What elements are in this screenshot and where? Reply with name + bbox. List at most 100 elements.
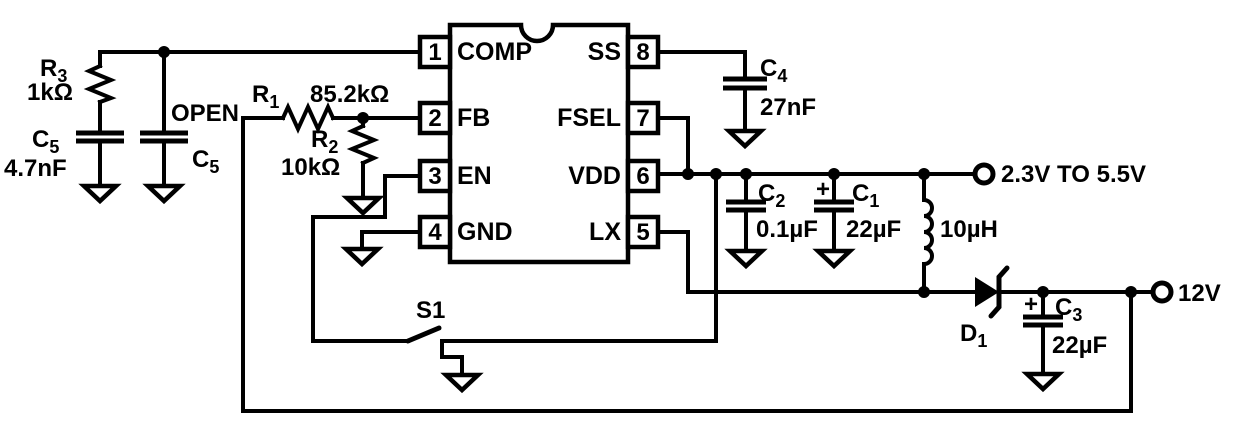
c3-value: 22µF: [1052, 332, 1107, 359]
diode-triangle: [975, 277, 999, 307]
resistor-zigzag: [280, 102, 336, 134]
terminal-output: [1150, 280, 1174, 304]
switch-s1: [405, 325, 442, 344]
pin-box-1: [417, 34, 453, 70]
r3-value: 1kΩ: [27, 79, 73, 106]
pin-box-2: [417, 100, 453, 136]
pin-label-fb: FB: [457, 104, 490, 132]
ground-symbol: [724, 248, 768, 270]
junction-dots: [158, 46, 1137, 298]
wire-lx-rail: [656, 230, 977, 294]
component-labels: R3 1kΩ C5 4.7nF C5 OPEN R1 85.2kΩ R2 10k…: [4, 55, 1221, 359]
junction-dot: [740, 168, 752, 180]
c3-ref: C3: [1055, 294, 1082, 325]
resistor-r3: [83, 63, 117, 105]
capacitor-c4: [723, 76, 767, 91]
c5a-ref: C5: [32, 126, 59, 157]
open-annotation: OPEN: [171, 100, 239, 127]
wire-gnd-pin: [360, 230, 422, 251]
resistor-r1: [280, 102, 336, 134]
c5a-value: 4.7nF: [4, 155, 67, 182]
ground-symbol: [78, 183, 122, 205]
d1-ref: D1: [960, 320, 987, 351]
pin-label-vdd: VDD: [568, 162, 621, 190]
c4-value: 27nF: [760, 94, 816, 121]
pin-number-1: 1: [428, 39, 441, 66]
wire-switch-to-vdd: [440, 172, 718, 343]
wire-ss-to-c4: [656, 50, 747, 79]
junction-dot: [918, 286, 930, 298]
c2-ref: C2: [758, 180, 785, 211]
junction-dot: [918, 168, 930, 180]
pin-label-en: EN: [457, 162, 492, 190]
l1-value: 10µH: [940, 216, 998, 243]
r1-value: 85.2kΩ: [310, 81, 389, 108]
ground-symbol: [340, 246, 384, 268]
ground-symbol: [723, 128, 767, 150]
junction-dot: [828, 168, 840, 180]
ground-symbol: [142, 183, 186, 205]
ic-body: [447, 22, 631, 265]
ground-symbol: [440, 372, 484, 394]
wire-fsel-to-vdd: [656, 116, 690, 176]
pin-box-8: [625, 34, 661, 70]
pin-number-3: 3: [428, 163, 441, 190]
r1-ref: R1: [252, 81, 279, 112]
capacitor-c1: [814, 199, 854, 213]
pin-number-2: 2: [428, 105, 441, 132]
junction-dot: [1037, 286, 1049, 298]
wire-group: [98, 50, 1155, 413]
s1-label: S1: [416, 297, 445, 324]
resistor-zigzag: [83, 63, 117, 105]
r2-ref: R2: [311, 126, 338, 157]
wire-en-to-switch: [311, 174, 422, 343]
inductor-l1: [921, 197, 934, 267]
pin-label-comp: COMP: [457, 38, 532, 66]
input-terminal-label: 2.3V TO 5.5V: [1001, 161, 1146, 188]
pin-number-4: 4: [428, 219, 442, 246]
r3-ref: R3: [40, 55, 67, 86]
pin-box-4: [417, 214, 453, 250]
junction-dot: [710, 168, 722, 180]
capacitor-c3: [1023, 314, 1063, 328]
pin-box-5: [625, 214, 661, 250]
pin-number-8: 8: [636, 39, 649, 66]
resistor-zigzag: [346, 123, 380, 166]
c2-value: 0.1µF: [756, 216, 818, 243]
capacitor-c5b: [140, 130, 188, 144]
diode-d1: [975, 265, 1010, 319]
resistor-r2: [346, 123, 380, 166]
pin-number-7: 7: [636, 105, 649, 132]
pin-label-lx: LX: [589, 218, 621, 246]
c4-ref: C4: [760, 55, 787, 86]
pin-box-3: [417, 158, 453, 194]
pin-label-gnd: GND: [457, 218, 513, 246]
pin-box-7: [625, 100, 661, 136]
capacitor-c2: [726, 199, 766, 213]
r2-value: 10kΩ: [281, 154, 340, 181]
c1-ref: C1: [852, 180, 879, 211]
junction-dot: [357, 112, 369, 124]
wire-switch-gnd: [440, 339, 464, 377]
junction-dot: [682, 168, 694, 180]
c3-polarity: +: [1024, 291, 1038, 318]
c1-polarity: +: [816, 176, 830, 203]
junction-dot: [158, 46, 170, 58]
ground-symbol: [341, 195, 385, 217]
ground-symbol: [1021, 371, 1065, 393]
c5b-ref: C5: [192, 146, 219, 177]
pin-number-6: 6: [636, 163, 649, 190]
c1-value: 22µF: [846, 216, 901, 243]
diode-cathode-bar: [988, 265, 1010, 319]
pin-label-fsel: FSEL: [557, 104, 621, 132]
wire-feedback-loop: [241, 116, 1133, 413]
ground-symbols: [78, 128, 1065, 394]
pin-label-ss: SS: [588, 38, 621, 66]
ground-symbol: [812, 248, 856, 270]
output-terminal-label: 12V: [1178, 280, 1221, 307]
inductor-coil: [921, 197, 934, 267]
terminal-input: [972, 162, 996, 186]
pin-number-5: 5: [636, 219, 649, 246]
